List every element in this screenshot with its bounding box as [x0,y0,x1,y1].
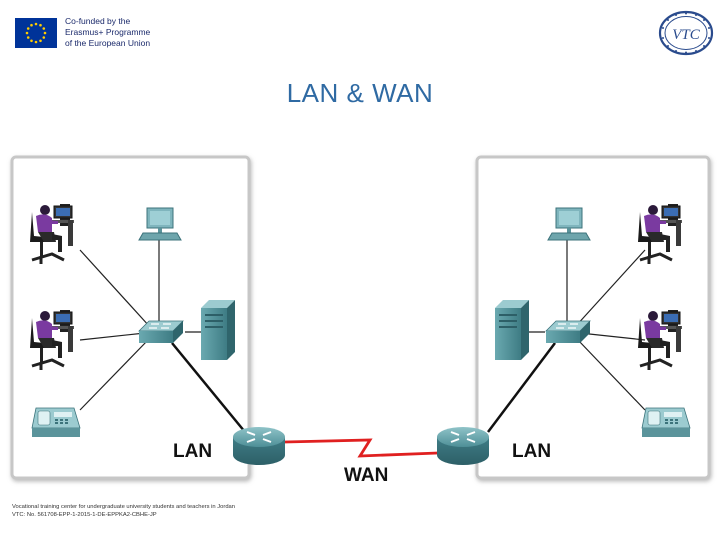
eu-star [42,36,46,39]
eu-star [43,31,47,35]
eu-star [26,36,30,39]
footer-line-2: VTC: No. 561708-EPP-1-2015-1-DE-EPPKA2-C… [12,512,157,518]
eu-flag-icon [15,18,57,48]
left-lan-links [79,240,205,411]
eu-text: Co-funded by the Erasmus+ Programme of t… [65,16,150,49]
page-title: LAN & WAN [286,78,434,108]
eu-star [30,23,33,27]
eu-star [25,31,29,35]
eu-line-2: Erasmus+ Programme [65,27,151,37]
eu-star [34,40,38,44]
right-ip-phone-icon [641,407,691,438]
right-server-icon [495,300,529,360]
right-lan-links [527,240,646,411]
eu-star [42,27,46,30]
left-uplink [171,342,246,433]
left-router-icon [232,426,286,466]
left-server-icon [201,300,235,360]
right-lan-label: LAN [512,441,551,462]
left-lan-label: LAN [173,441,212,462]
eu-star [30,39,33,43]
eu-star [39,23,42,27]
eu-star [26,27,30,30]
footer: Vocational training center for undergrad… [12,503,235,519]
right-uplink [487,342,556,433]
eu-cofunded-logo: Co-funded by the Erasmus+ Programme of t… [15,16,165,52]
eu-line-3: of the European Union [65,38,151,48]
wan-link [284,438,439,458]
eu-star [34,22,38,26]
vtc-logo: VTC [658,10,714,56]
wan-label: WAN [344,465,388,486]
eu-star [39,39,42,43]
right-router-icon [436,426,490,466]
eu-line-1: Co-funded by the [65,16,131,26]
footer-line-1: Vocational training center for undergrad… [12,504,235,510]
left-ip-phone-icon [31,407,81,438]
vtc-logo-text: VTC [672,27,701,43]
